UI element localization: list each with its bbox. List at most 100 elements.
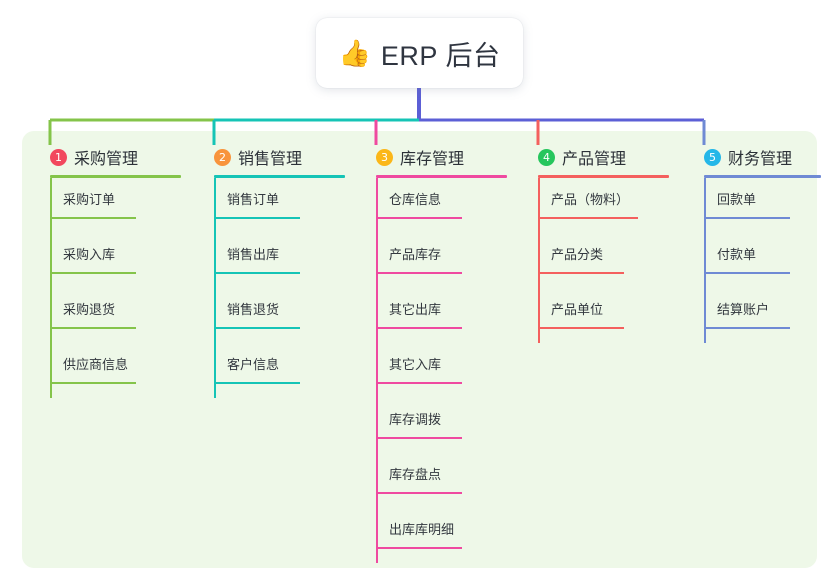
leaf-item-underline bbox=[50, 327, 136, 329]
branch-item-list: 产品（物料） 产品分类产品单位 bbox=[524, 178, 669, 343]
leaf-item[interactable]: 库存盘点 bbox=[362, 453, 507, 508]
branch-underline bbox=[376, 175, 507, 178]
leaf-item[interactable]: 仓库信息 bbox=[362, 178, 507, 233]
leaf-item-label: 其它入库 bbox=[389, 357, 442, 372]
leaf-item[interactable]: 采购退货 bbox=[36, 288, 181, 343]
leaf-item-label: 库存调拨 bbox=[389, 412, 442, 427]
leaf-item[interactable]: 其它出库 bbox=[362, 288, 507, 343]
branch-column-4: 4 产品管理产品（物料） 产品分类产品单位 bbox=[524, 145, 669, 343]
branch-trunk-line bbox=[50, 178, 52, 398]
leaf-item-label: 采购入库 bbox=[63, 247, 116, 262]
branch-title: 库存管理 bbox=[400, 151, 465, 168]
leaf-item-underline bbox=[538, 327, 624, 329]
leaf-item[interactable]: 销售订单 bbox=[200, 178, 345, 233]
branch-trunk-line bbox=[214, 178, 216, 398]
branch-column-3: 3 库存管理仓库信息产品库存其它出库其它入库库存调拨库存盘点出库库明细 bbox=[362, 145, 507, 563]
leaf-item-label: 采购退货 bbox=[63, 302, 116, 317]
root-title: ERP 后台 bbox=[380, 40, 501, 71]
branch-number-badge: 3 bbox=[376, 148, 393, 166]
leaf-item[interactable]: 供应商信息 bbox=[36, 343, 181, 398]
branch-title: 销售管理 bbox=[238, 151, 303, 168]
leaf-item-underline bbox=[704, 327, 790, 329]
leaf-item-underline bbox=[214, 382, 300, 384]
leaf-item[interactable]: 产品分类 bbox=[524, 233, 669, 288]
leaf-item-underline bbox=[50, 217, 136, 219]
leaf-item-underline bbox=[376, 437, 462, 439]
leaf-item[interactable]: 结算账户 bbox=[690, 288, 821, 343]
leaf-item-underline bbox=[376, 382, 462, 384]
leaf-item-label: 出库库明细 bbox=[389, 522, 455, 537]
branch-header-3[interactable]: 3 库存管理 bbox=[362, 145, 507, 169]
branch-trunk-line bbox=[538, 178, 540, 343]
leaf-item-underline bbox=[704, 272, 790, 274]
leaf-item[interactable]: 客户信息 bbox=[200, 343, 345, 398]
leaf-item-label: 回款单 bbox=[717, 192, 757, 207]
leaf-item[interactable]: 产品库存 bbox=[362, 233, 507, 288]
branch-underline bbox=[214, 175, 345, 178]
leaf-item[interactable]: 库存调拨 bbox=[362, 398, 507, 453]
leaf-item[interactable]: 销售出库 bbox=[200, 233, 345, 288]
leaf-item[interactable]: 产品（物料） bbox=[524, 178, 669, 233]
leaf-item[interactable]: 采购入库 bbox=[36, 233, 181, 288]
leaf-item-underline bbox=[50, 382, 136, 384]
branch-number-badge: 1 bbox=[50, 148, 67, 166]
branch-header-4[interactable]: 4 产品管理 bbox=[524, 145, 669, 169]
leaf-item-underline bbox=[214, 217, 300, 219]
branch-underline bbox=[50, 175, 181, 178]
branch-number-badge: 2 bbox=[214, 148, 231, 166]
leaf-item-label: 销售订单 bbox=[227, 192, 280, 207]
leaf-item-label: 产品库存 bbox=[389, 247, 442, 262]
leaf-item-underline bbox=[376, 217, 462, 219]
branch-underline bbox=[538, 175, 669, 178]
leaf-item[interactable]: 其它入库 bbox=[362, 343, 507, 398]
leaf-item-label: 产品分类 bbox=[551, 247, 604, 262]
leaf-item-underline bbox=[376, 272, 462, 274]
branch-number-badge: 5 bbox=[704, 148, 721, 166]
branch-column-2: 2 销售管理销售订单销售出库销售退货客户信息 bbox=[200, 145, 345, 398]
leaf-item[interactable]: 出库库明细 bbox=[362, 508, 507, 563]
leaf-item-label: 销售出库 bbox=[227, 247, 280, 262]
leaf-item[interactable]: 销售退货 bbox=[200, 288, 345, 343]
leaf-item-underline bbox=[704, 217, 790, 219]
leaf-item-label: 采购订单 bbox=[63, 192, 116, 207]
content-panel bbox=[22, 131, 817, 568]
leaf-item-underline bbox=[376, 547, 462, 549]
branch-trunk-line bbox=[376, 178, 378, 563]
branch-item-list: 仓库信息产品库存其它出库其它入库库存调拨库存盘点出库库明细 bbox=[362, 178, 507, 563]
leaf-item-label: 付款单 bbox=[717, 247, 757, 262]
leaf-item-underline bbox=[214, 327, 300, 329]
branch-header-2[interactable]: 2 销售管理 bbox=[200, 145, 345, 169]
branch-column-5: 5 财务管理回款单付款单结算账户 bbox=[690, 145, 821, 343]
leaf-item[interactable]: 采购订单 bbox=[36, 178, 181, 233]
branch-title: 产品管理 bbox=[562, 151, 627, 168]
leaf-item-label: 供应商信息 bbox=[63, 357, 129, 372]
leaf-item-underline bbox=[538, 217, 638, 219]
branch-item-list: 销售订单销售出库销售退货客户信息 bbox=[200, 178, 345, 398]
branch-underline bbox=[704, 175, 821, 178]
leaf-item[interactable]: 回款单 bbox=[690, 178, 821, 233]
leaf-item-label: 销售退货 bbox=[227, 302, 280, 317]
leaf-item-underline bbox=[376, 327, 462, 329]
leaf-item[interactable]: 付款单 bbox=[690, 233, 821, 288]
thumbs-up-icon: 👍 bbox=[338, 38, 371, 68]
leaf-item-label: 产品（物料） bbox=[551, 192, 630, 207]
leaf-item-underline bbox=[50, 272, 136, 274]
leaf-item-label: 仓库信息 bbox=[389, 192, 442, 207]
branch-title: 财务管理 bbox=[728, 151, 793, 168]
branch-header-5[interactable]: 5 财务管理 bbox=[690, 145, 821, 169]
leaf-item-label: 结算账户 bbox=[717, 302, 770, 317]
leaf-item-label: 其它出库 bbox=[389, 302, 442, 317]
branch-item-list: 回款单付款单结算账户 bbox=[690, 178, 821, 343]
leaf-item-underline bbox=[214, 272, 300, 274]
leaf-item-underline bbox=[538, 272, 624, 274]
branch-number-badge: 4 bbox=[538, 148, 555, 166]
leaf-item-label: 库存盘点 bbox=[389, 467, 442, 482]
leaf-item-underline bbox=[376, 492, 462, 494]
branch-item-list: 采购订单采购入库采购退货供应商信息 bbox=[36, 178, 181, 398]
root-node[interactable]: 👍 ERP 后台 bbox=[316, 18, 523, 88]
leaf-item[interactable]: 产品单位 bbox=[524, 288, 669, 343]
